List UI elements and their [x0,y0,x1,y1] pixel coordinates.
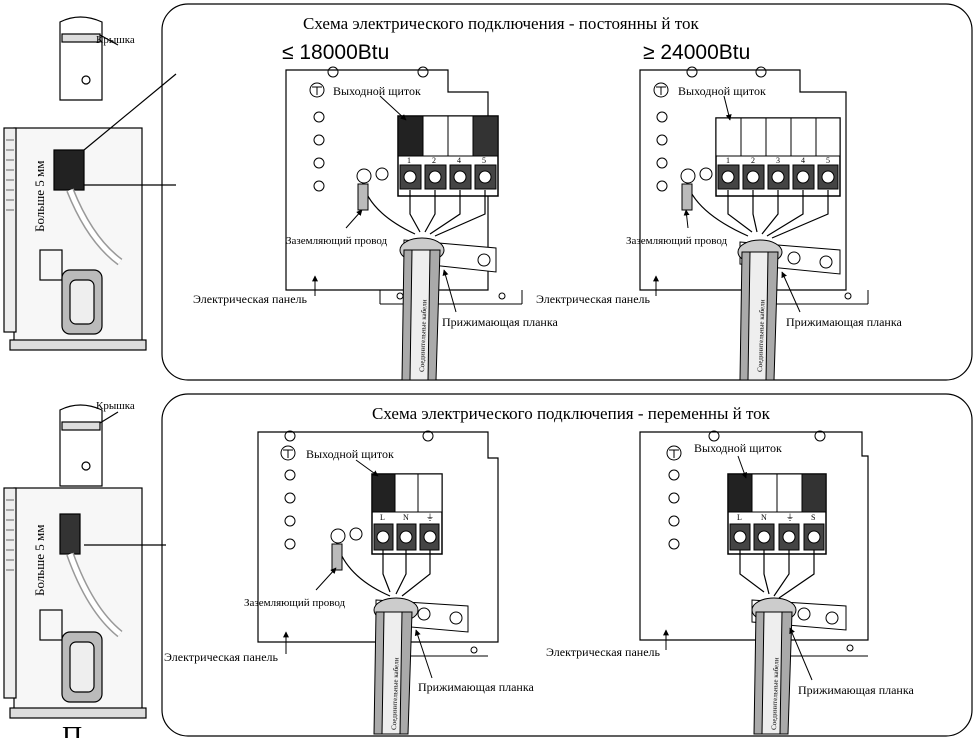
top-title: Схема электрического подключения - посто… [303,14,699,33]
outdoor-unit-bottom [3,404,166,719]
dc-diagram-large: 1 2 3 4 5 Соединительные кабели [536,66,902,381]
terminal-number: N [761,513,767,522]
cable-label: Соединительные кабели [418,299,429,372]
screw-icon [327,66,429,78]
cover-icon [59,404,103,487]
cover-label: Крышка [96,34,135,46]
panel-label: Электрическая панель [536,292,651,306]
terminal-number: 5 [826,156,830,165]
outdoor-unit-top [3,16,177,351]
ground-icon [280,445,296,461]
capacity-large: ≥ 24000Btu [643,41,750,64]
cable-label: Соединительные кабели [390,657,401,730]
clamp-bar [737,239,841,381]
screw-icon [708,430,826,442]
terminal-number: 1 [726,156,730,165]
panel-label: Электрическая панель [164,650,279,664]
gap-label: Больше 5 мм [32,161,47,232]
bottom-section: Крышка Больше 5 мм Схема электрического … [3,393,973,737]
terminal-number: S [811,513,815,522]
cover-icon [59,16,103,101]
terminal-number: L [380,513,385,522]
ground-wire-label: Заземляющий провод [286,235,388,247]
terminal-number: N [403,513,409,522]
clamp-label: Прижимающая планка [786,315,902,329]
bottom-panel-frame [161,393,973,737]
clamp-bar [399,237,497,381]
ground-wire-label: Заземляющий провод [244,597,346,609]
clamp-label: Прижимающая планка [442,315,558,329]
ground-icon [653,82,669,98]
ground-wire-label: Заземляющий провод [626,235,728,247]
gap-label: Больше 5 мм [32,525,47,596]
terminal-number: 4 [457,156,461,165]
terminal-label: Выходной щиток [694,441,782,455]
terminal-number: ⏚ [786,513,794,522]
terminal-number: ⏚ [426,513,434,522]
top-section: Крышка Больше 5 мм Схема электрического … [3,3,973,381]
cover-label: Крышка [96,400,135,412]
cable-label: Соединительные кабели [756,299,767,372]
terminal-label: Выходной щиток [306,447,394,461]
clamp-bar [751,597,847,735]
terminal-number: 2 [751,156,755,165]
clamp-label: Прижимающая планка [418,680,534,694]
screw-icon [284,430,434,442]
terminal-number: L [737,513,742,522]
dc-diagram-small: 1 2 4 5 Соединительные [193,66,558,381]
ground-icon [666,445,682,461]
ground-lug [680,167,713,211]
ac-diagram-right: L N ⏚ S Соединительные кабели Выходной щ… [546,430,914,735]
terminal-label: Выходной щиток [333,84,421,98]
footer-fragment: П [62,722,82,738]
top-panel-frame [161,3,973,381]
terminal-number: 1 [407,156,411,165]
ground-lug [330,527,363,571]
terminal-number: 2 [432,156,436,165]
panel-label: Электрическая панель [546,645,661,659]
ground-lug [356,167,389,211]
ground-icon [309,82,325,98]
terminal-number: 4 [801,156,805,165]
ac-diagram-left: L N ⏚ Соединительные кабели Выходной щит… [164,430,534,735]
clamp-label: Прижимающая планка [798,683,914,697]
clamp-bar [373,597,469,735]
capacity-small: ≤ 18000Btu [282,41,389,64]
panel-label: Электрическая панель [193,292,308,306]
terminal-number: 5 [482,156,486,165]
terminal-number: 3 [776,156,780,165]
cable-label: Соединительные кабели [770,657,781,730]
terminal-label: Выходной щиток [678,84,766,98]
screw-icon [686,66,767,78]
bottom-title: Схема электрического подключепия - перем… [372,404,771,423]
